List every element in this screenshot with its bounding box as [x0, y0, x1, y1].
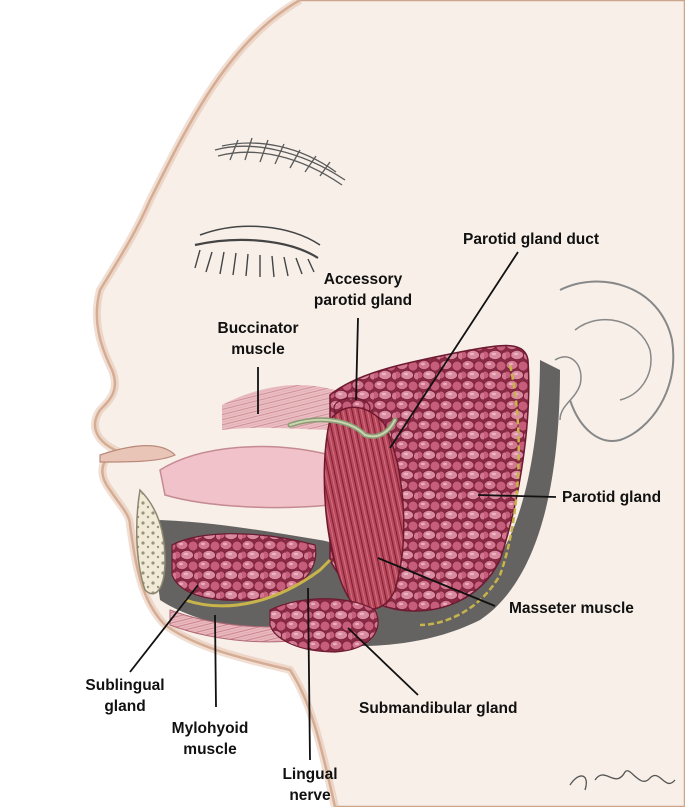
label-buccinator-muscle: Buccinator muscle: [203, 318, 313, 360]
sublingual-gland: [171, 533, 317, 601]
label-sublingual-line-1: Sublingual: [85, 677, 165, 694]
mandible-bone: [136, 488, 166, 595]
ear: [554, 280, 675, 442]
lingual-nerve: [184, 558, 332, 608]
label-lingual-nerve: Lingual nerve: [260, 764, 360, 806]
label-lingual-line-2: nerve: [289, 787, 331, 804]
upper-lip: [99, 445, 177, 463]
label-sublingual-line-2: gland: [104, 698, 146, 715]
parotid-nerve-strand: [419, 364, 520, 627]
label-sublingual-gland: Sublingual gland: [75, 675, 175, 717]
label-mylohyoid-muscle: Mylohyoid muscle: [160, 718, 260, 760]
label-accessory-line-1: Accessory: [323, 271, 403, 288]
artist-signature: [569, 770, 676, 791]
label-buccinator-line-1: Buccinator: [217, 320, 299, 337]
label-masseter-muscle: Masseter muscle: [509, 600, 634, 617]
label-buccinator-line-2: muscle: [231, 341, 285, 358]
label-accessory-parotid-gland: Accessory parotid gland: [308, 269, 418, 311]
label-accessory-line-2: parotid gland: [313, 292, 413, 309]
masseter-muscle: [323, 406, 405, 610]
eyebrow: [214, 137, 346, 186]
label-parotid-gland: Parotid gland: [562, 489, 662, 506]
label-mylohyoid-line-1: Mylohyoid: [171, 720, 249, 737]
label-mylohyoid-line-2: muscle: [183, 741, 237, 758]
closed-eye: [194, 225, 321, 278]
label-submandibular-gland: Submandibular gland: [359, 700, 518, 717]
leader-lines: [129, 251, 557, 761]
submandibular-gland: [269, 598, 379, 653]
label-lingual-line-1: Lingual: [282, 766, 338, 783]
label-parotid-gland-duct: Parotid gland duct: [463, 231, 600, 248]
